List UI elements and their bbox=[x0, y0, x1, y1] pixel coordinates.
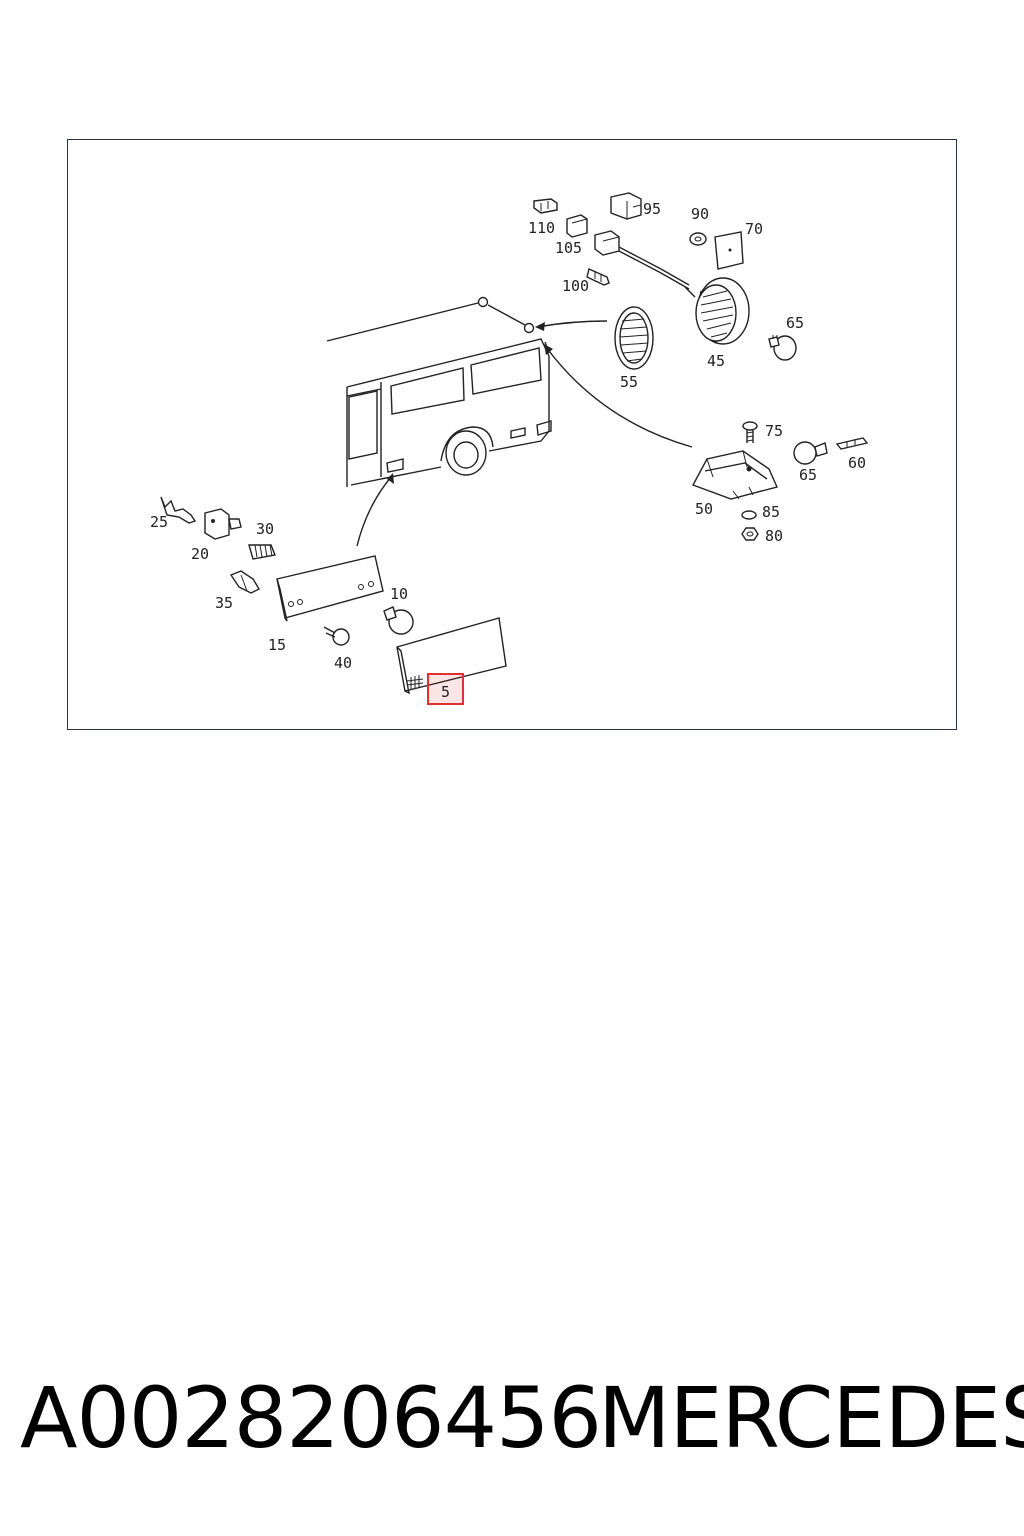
callout-15: 15 bbox=[268, 636, 286, 654]
part-25-terminal bbox=[160, 496, 197, 524]
part-60-terminal bbox=[835, 437, 869, 450]
part-85-washer bbox=[741, 510, 757, 520]
callout-35: 35 bbox=[215, 594, 233, 612]
callout-60: 60 bbox=[848, 454, 866, 472]
callout-20: 20 bbox=[191, 545, 209, 563]
van-body-illustration bbox=[326, 296, 552, 487]
callout-50: 50 bbox=[695, 500, 713, 518]
callout-105: 105 bbox=[555, 239, 582, 257]
callout-25: 25 bbox=[150, 513, 168, 531]
part-65-bulb-lower bbox=[793, 441, 828, 465]
callout-labels: 110 105 95 90 70 100 65 45 55 75 65 60 5… bbox=[150, 200, 866, 672]
callout-30: 30 bbox=[256, 520, 274, 538]
part-45-lamp-housing bbox=[684, 277, 750, 345]
callout-65-lower: 65 bbox=[799, 466, 817, 484]
callout-95: 95 bbox=[643, 200, 661, 218]
part-90-washer bbox=[689, 232, 707, 246]
part-10-bulb bbox=[383, 606, 414, 635]
part-65-bulb-top bbox=[768, 335, 797, 361]
callout-40: 40 bbox=[334, 654, 352, 672]
highlight-box bbox=[427, 673, 464, 705]
part-80-nut bbox=[741, 527, 759, 541]
part-5-lamp-lens bbox=[396, 617, 507, 695]
callout-85: 85 bbox=[762, 503, 780, 521]
part-40-screw bbox=[323, 626, 350, 646]
callout-110: 110 bbox=[528, 219, 555, 237]
footer-caption: A0028206456 MERCEDES bbox=[0, 1368, 1024, 1478]
part-110-connector bbox=[533, 198, 558, 214]
part-number: A0028206456 bbox=[20, 1369, 602, 1467]
callout-5: 5 bbox=[441, 683, 450, 701]
part-50-lamp-cover bbox=[692, 450, 778, 500]
callout-10: 10 bbox=[390, 585, 408, 603]
callout-80: 80 bbox=[765, 527, 783, 545]
part-105-housing bbox=[566, 214, 588, 238]
part-20-socket bbox=[204, 508, 242, 540]
part-30-spring bbox=[248, 544, 276, 560]
callout-55: 55 bbox=[620, 373, 638, 391]
part-100-terminal bbox=[586, 268, 610, 286]
callout-100: 100 bbox=[562, 277, 589, 295]
part-15-base-plate bbox=[276, 555, 384, 622]
part-75-screw bbox=[742, 421, 758, 443]
callout-90: 90 bbox=[691, 205, 709, 223]
part-70-plate bbox=[714, 231, 744, 270]
highlighted-callout-5[interactable]: 5 bbox=[427, 673, 464, 705]
callout-45: 45 bbox=[707, 352, 725, 370]
callout-65-top: 65 bbox=[786, 314, 804, 332]
part-35-clip bbox=[229, 570, 260, 594]
callout-75: 75 bbox=[765, 422, 783, 440]
assembly-arrows bbox=[356, 320, 693, 547]
brand-name: MERCEDES bbox=[598, 1369, 1024, 1467]
part-95-plug-housing bbox=[610, 192, 642, 220]
part-45-wiring-harness bbox=[594, 230, 690, 290]
part-55-lens bbox=[614, 306, 654, 370]
parts-diagram-frame: 110 105 95 90 70 100 65 45 55 75 65 60 5… bbox=[67, 139, 957, 730]
callout-70: 70 bbox=[745, 220, 763, 238]
parts-diagram: 110 105 95 90 70 100 65 45 55 75 65 60 5… bbox=[150, 192, 869, 705]
